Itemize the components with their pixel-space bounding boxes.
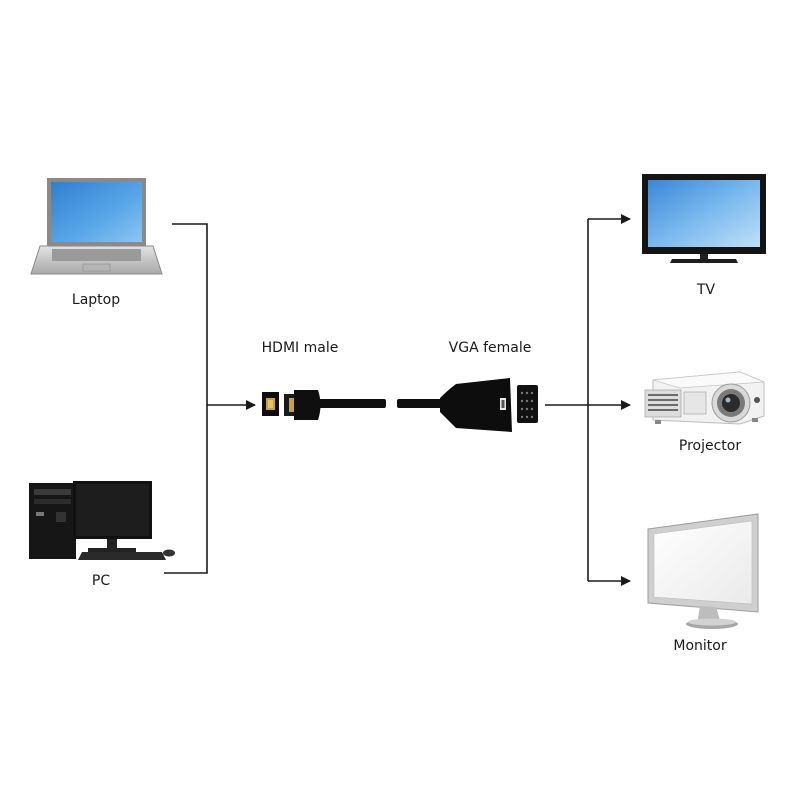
output-connector-lines [545,214,631,586]
source-connector-lines [164,223,256,574]
hdmi-male-label: HDMI male [261,340,339,356]
monitor-label: Monitor [673,638,727,654]
pc-icon [29,481,175,560]
tv-label: TV [696,282,716,298]
hdmi-connector-icon [262,390,386,420]
laptop-label: Laptop [71,292,121,308]
pc-label: PC [91,573,111,589]
projector-label: Projector [678,438,742,454]
monitor-icon [647,513,759,629]
vga-female-label: VGA female [448,340,532,356]
tv-icon [642,174,766,263]
vga-adapter-icon [397,378,538,432]
laptop-icon [30,178,163,275]
projector-icon [644,371,765,425]
